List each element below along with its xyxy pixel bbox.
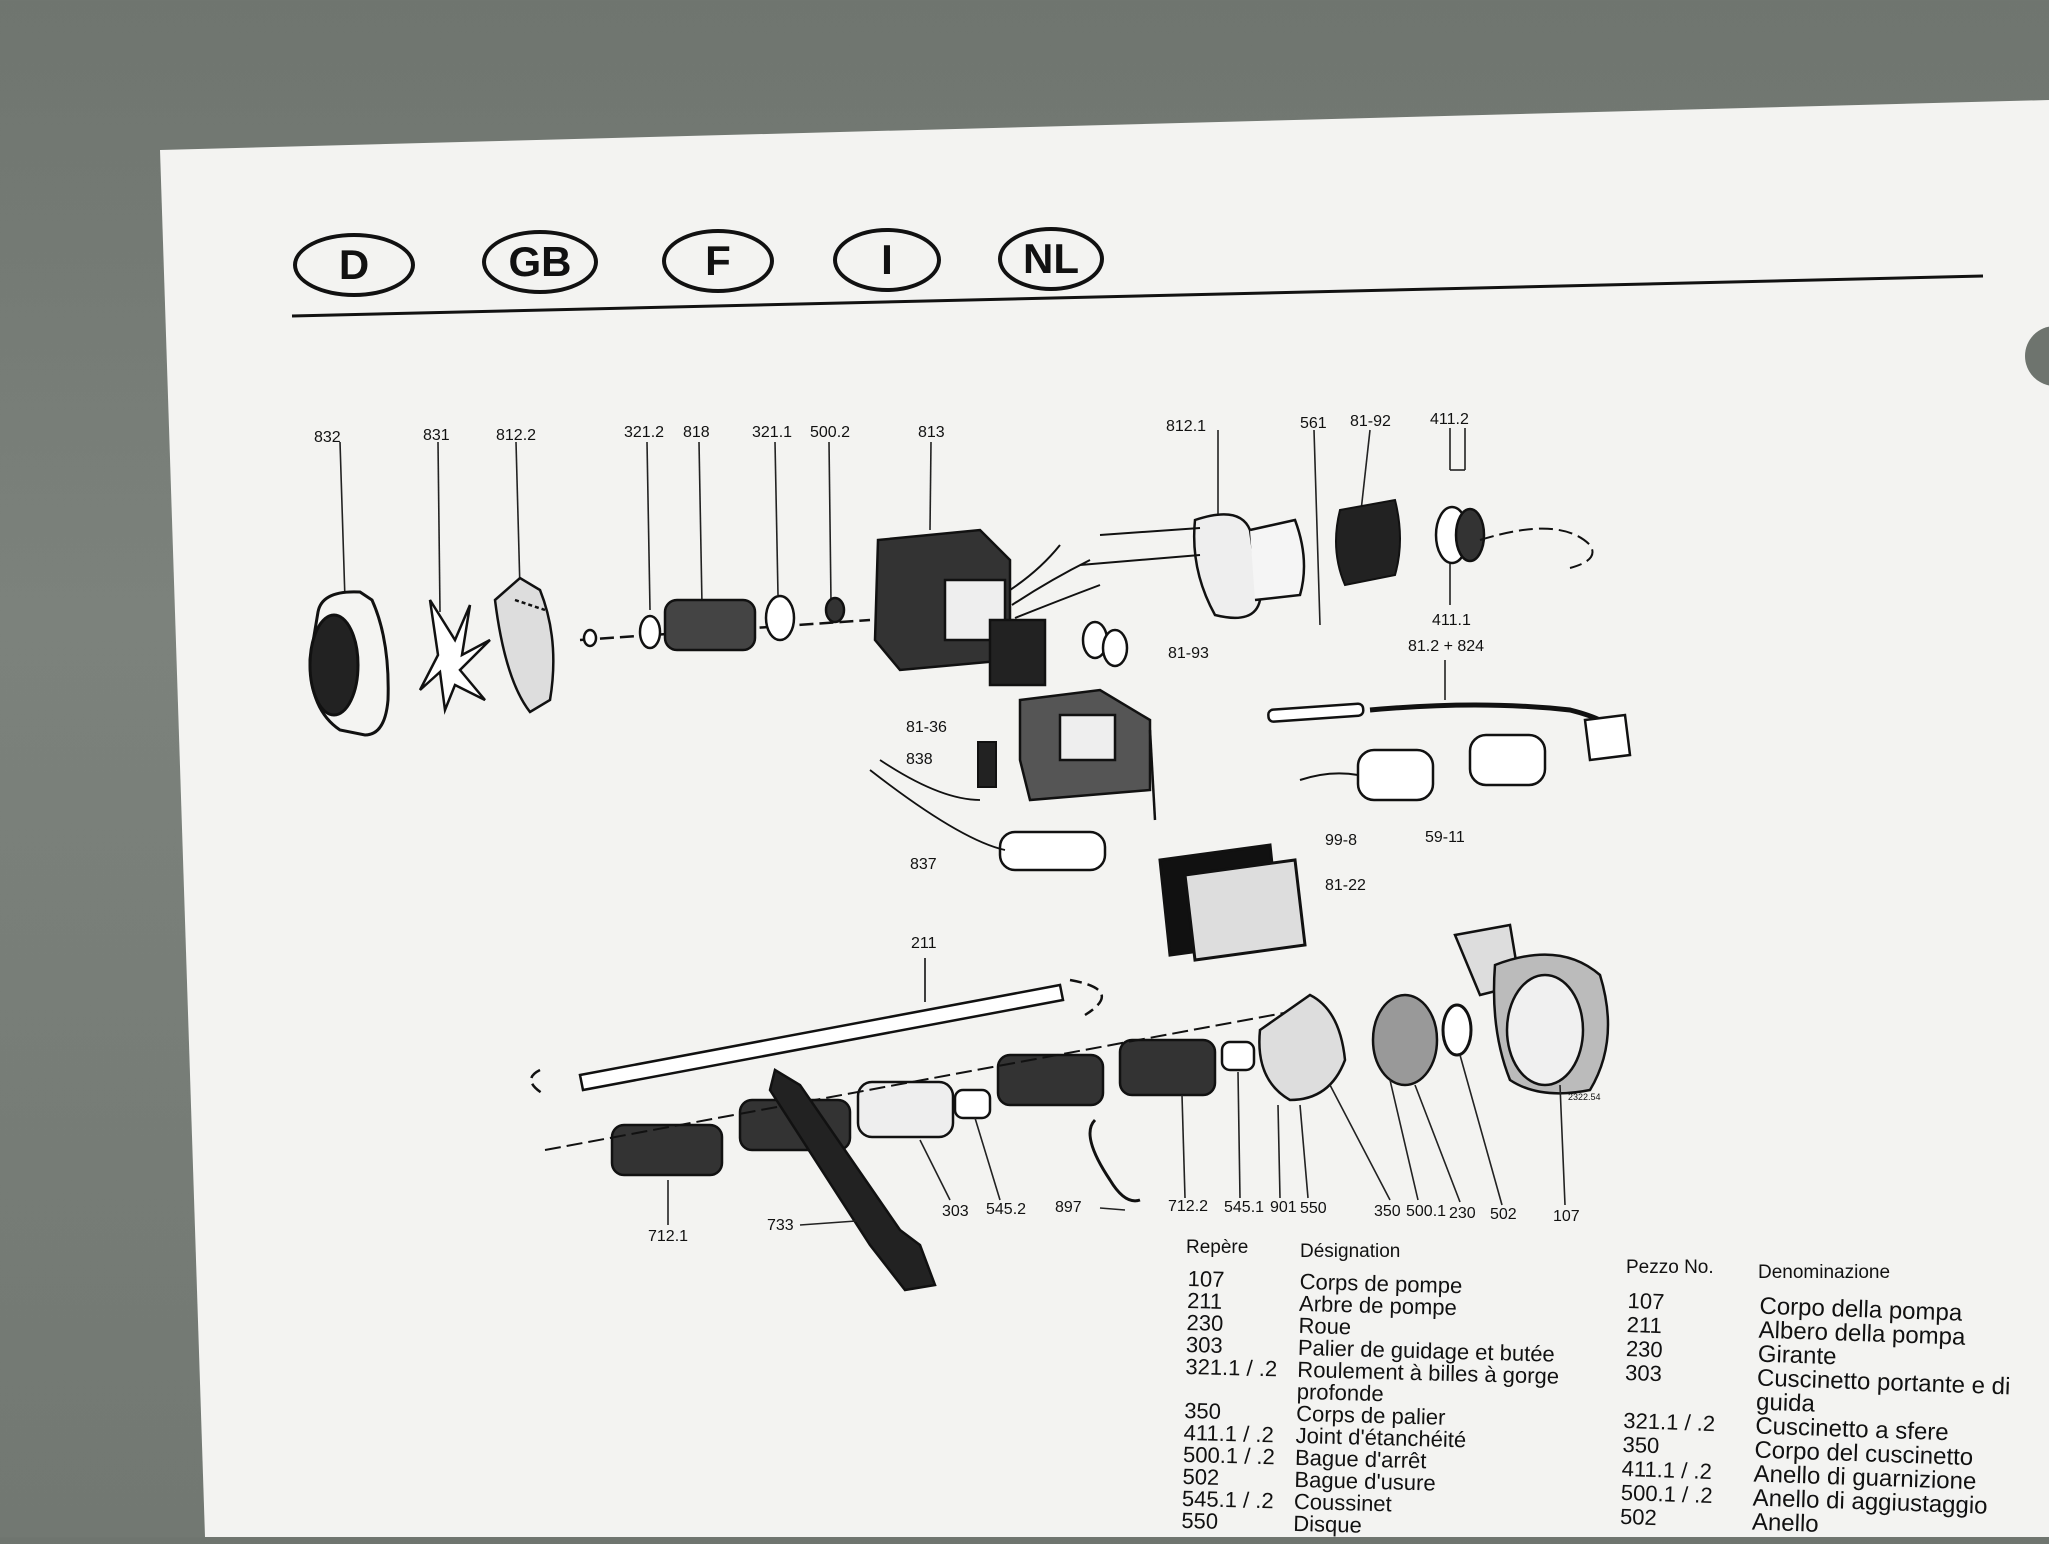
legend-desc: Disque xyxy=(1293,1510,1363,1538)
label-712-1: 712.1 xyxy=(648,1228,688,1245)
cover-plate-81-22 xyxy=(1158,843,1307,962)
label-550: 550 xyxy=(1300,1200,1327,1217)
label-831: 831 xyxy=(423,427,450,444)
rotor-818 xyxy=(579,594,871,652)
label-303: 303 xyxy=(942,1203,969,1220)
label-321-2: 321.2 xyxy=(624,424,664,441)
cable-plug-81-2-824 xyxy=(1267,702,1632,762)
impeller-230 xyxy=(1371,993,1439,1087)
label-897: 897 xyxy=(1055,1199,1082,1216)
label-812-2: 812.2 xyxy=(496,427,536,444)
label-81-93: 81-93 xyxy=(1168,645,1209,662)
label-81-22: 81-22 xyxy=(1325,877,1366,894)
pump-shaft-211 xyxy=(530,958,1104,1097)
label-107: 107 xyxy=(1553,1208,1580,1225)
capacitors-59-11 xyxy=(1299,733,1547,802)
language-badge-d: D xyxy=(293,233,415,297)
label-411-2: 411.2 xyxy=(1430,411,1469,428)
fan-831 xyxy=(418,599,491,715)
label-712-2: 712.2 xyxy=(1168,1198,1208,1215)
legend-fr-header-desc: Désignation xyxy=(1300,1241,1401,1262)
label-545-1: 545.1 xyxy=(1224,1199,1264,1216)
end-shield-812-1 xyxy=(1079,513,1306,620)
label-812-1: 812.1 xyxy=(1166,418,1206,435)
language-badge-nl: NL xyxy=(998,227,1104,291)
label-350: 350 xyxy=(1374,1203,1401,1220)
legend-it-header-ref: Pezzo No. xyxy=(1626,1257,1714,1278)
motor-housing-813 xyxy=(873,528,1101,687)
label-733: 733 xyxy=(767,1217,794,1234)
switch-838 xyxy=(977,741,997,788)
label-211: 211 xyxy=(911,935,937,952)
header-rule xyxy=(291,274,1984,318)
label-230: 230 xyxy=(1449,1205,1476,1222)
legend-it-header-desc: Denominazione xyxy=(1758,1262,1891,1283)
language-badge-i: I xyxy=(833,228,941,292)
end-shield-812-2 xyxy=(493,576,555,714)
spring-897 xyxy=(1088,1118,1141,1203)
legend-fr-header-ref: Repère xyxy=(1186,1237,1249,1258)
wear-ring-502 xyxy=(1441,1003,1473,1057)
label-500-1: 500.1 xyxy=(1406,1203,1446,1220)
language-badge-gb: GB xyxy=(482,230,598,294)
legend-desc: Anello xyxy=(1751,1508,1820,1538)
label-545-2: 545.2 xyxy=(986,1201,1026,1218)
bearing-sleeves xyxy=(544,1009,1301,1177)
terminal-box-81-93 xyxy=(1018,620,1157,821)
bracket-733 xyxy=(768,1068,937,1292)
label-81-92: 81-92 xyxy=(1350,413,1391,430)
capacitor-837 xyxy=(869,759,1107,872)
label-drawing-number: 2322.54 xyxy=(1568,1092,1601,1102)
label-813: 813 xyxy=(918,424,945,441)
pump-casing-107 xyxy=(1453,923,1610,1095)
label-901: 901 xyxy=(1270,1199,1297,1216)
label-832: 832 xyxy=(314,429,341,446)
label-561: 561 xyxy=(1300,415,1327,432)
fan-cover-832 xyxy=(308,590,390,737)
label-81-2-824: 81.2 + 824 xyxy=(1408,638,1484,655)
legend-ref: 502 xyxy=(1619,1503,1658,1531)
language-badge-f: F xyxy=(662,229,774,293)
seal-411 xyxy=(1434,505,1486,565)
impeller-81-92 xyxy=(1335,498,1401,587)
label-411-1: 411.1 xyxy=(1432,612,1471,629)
label-81-36: 81-36 xyxy=(906,719,947,736)
legend-ref: 550 xyxy=(1181,1507,1219,1534)
label-818: 818 xyxy=(683,424,710,441)
legend-ref: 321.1 / .2 xyxy=(1185,1353,1278,1382)
label-321-1: 321.1 xyxy=(752,424,792,441)
label-99-8: 99-8 xyxy=(1325,832,1357,849)
bearing-housing-350 xyxy=(1258,993,1347,1102)
label-837: 837 xyxy=(910,856,937,873)
label-502: 502 xyxy=(1490,1206,1517,1223)
label-838: 838 xyxy=(906,751,933,768)
label-500-2: 500.2 xyxy=(810,424,850,441)
label-59-11: 59-11 xyxy=(1425,829,1465,846)
